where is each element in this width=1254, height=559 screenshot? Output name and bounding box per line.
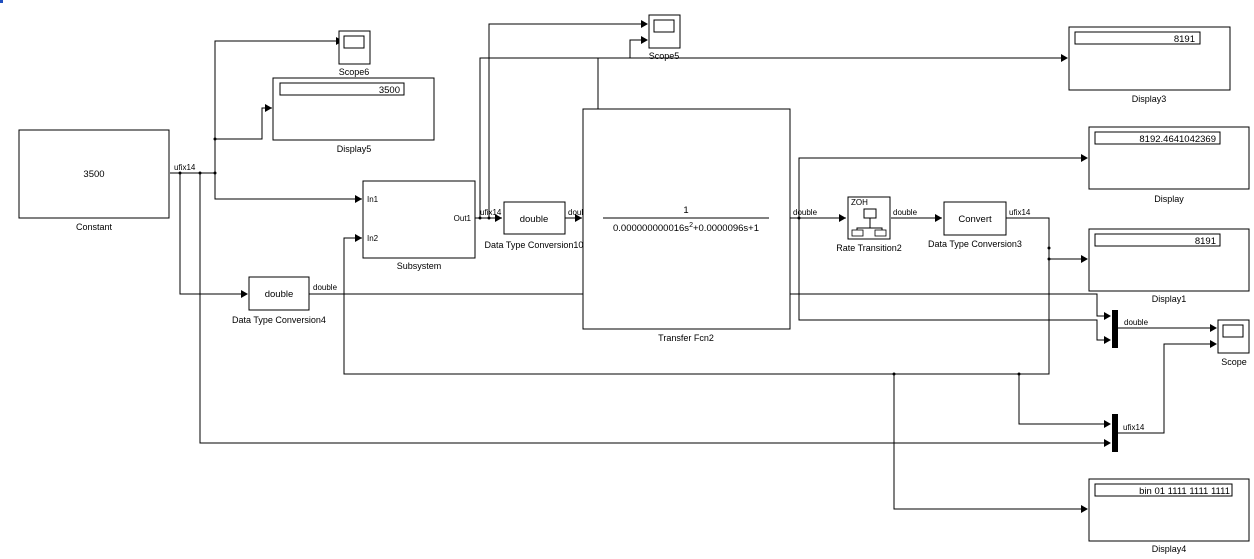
tf-denominator: 0.000000000016s2+0.0000096s+1 [613, 222, 759, 234]
signal-label: double [793, 208, 818, 217]
display5-block[interactable]: 3500 Display5 [272, 77, 435, 154]
wire-to-dtc4 [179, 173, 246, 295]
rate-transition2-block[interactable]: ZOH Rate Transition2 [836, 196, 902, 253]
dtc10-label: double [520, 214, 549, 225]
subsystem-block[interactable]: In1 In2 Out1 Subsystem [362, 180, 476, 271]
display1-block[interactable]: 8191 Display1 [1088, 228, 1250, 304]
wire-to-scope5-lower [629, 39, 646, 58]
scope-screen-icon [1222, 324, 1244, 338]
dtc3-block[interactable]: Convert Data Type Conversion3 [928, 201, 1022, 249]
subsystem-in2-port: In2 [367, 234, 379, 243]
wire-to-display4 [893, 374, 1086, 510]
signal-label: double [893, 208, 918, 217]
wire-to-scope6 [214, 40, 336, 173]
wire-feedback-to-in2 [343, 217, 1050, 375]
rt-clock-icon [851, 229, 864, 237]
wire-to-display3 [479, 57, 1066, 218]
display4-value: bin 01 1111 1111 1111 [1139, 486, 1230, 497]
wire-to-subsystem-in1 [214, 173, 362, 200]
scope5-block[interactable]: Scope5 [648, 14, 681, 61]
dtc3-label: Convert [958, 214, 992, 225]
signal-label: ufix14 [1009, 208, 1031, 217]
signal-label: double [568, 208, 593, 217]
rt-clock-icon [874, 229, 887, 237]
wire-tf-to-mux1 [798, 218, 1110, 341]
scope6-block[interactable]: Scope6 [338, 30, 371, 77]
wire-to-mux2-lower [199, 173, 1110, 444]
display4-block[interactable]: bin 01 1111 1111 1111 Display4 [1088, 478, 1250, 554]
wire-to-scope5-upper [488, 23, 646, 218]
wire-to-mux2-upper [1018, 374, 1110, 425]
dtc10-name: Data Type Conversion10 [485, 240, 584, 250]
subsystem-name: Subsystem [397, 261, 442, 271]
transfer-fcn2-name: Transfer Fcn2 [658, 333, 714, 343]
rate-transition2-name: Rate Transition2 [836, 243, 902, 253]
constant-block[interactable]: 3500 Constant [18, 129, 170, 232]
dtc10-block[interactable]: double Data Type Conversion10 [485, 201, 584, 250]
display3-name: Display3 [1132, 94, 1167, 104]
constant-name: Constant [76, 222, 113, 232]
rt-hold-icon [863, 208, 877, 219]
constant-value: 3500 [83, 169, 104, 180]
transfer-fcn2-block[interactable]: 1 0.000000000016s2+0.0000096s+1 Transfer… [582, 108, 791, 343]
signal-label: double [1124, 318, 1149, 327]
display-value: 8192.4641042369 [1139, 134, 1216, 145]
signal-labels: ufix14 ufix14 double double double ufix1… [174, 163, 1149, 432]
signal-label: double [313, 283, 338, 292]
wire-mux2-to-scope [1118, 343, 1216, 434]
display5-value: 3500 [379, 85, 400, 96]
wire-to-display [798, 157, 1086, 218]
mux2-block[interactable] [1112, 414, 1118, 452]
subsystem-out1-port: Out1 [454, 214, 472, 223]
display1-value: 8191 [1195, 236, 1216, 247]
signal-label: ufix14 [174, 163, 196, 172]
scope-name: Scope [1221, 357, 1247, 367]
rt-label: ZOH [851, 198, 868, 207]
scope-screen-icon [343, 35, 365, 49]
arrowheads [241, 20, 1217, 513]
display3-block[interactable]: 8191 Display3 [1068, 26, 1231, 104]
wire-to-display5 [215, 107, 272, 140]
dtc4-label: double [265, 289, 294, 300]
display3-value: 8191 [1174, 34, 1195, 45]
subsystem-in1-port: In1 [367, 195, 379, 204]
display1-name: Display1 [1152, 294, 1187, 304]
scope-block[interactable]: Scope [1217, 319, 1250, 367]
scope5-name: Scope5 [649, 51, 680, 61]
corner-marker [0, 0, 3, 3]
display4-name: Display4 [1152, 544, 1187, 554]
scope6-name: Scope6 [339, 67, 370, 77]
display5-name: Display5 [337, 144, 372, 154]
display-block[interactable]: 8192.4641042369 Display [1088, 126, 1250, 204]
signal-label: ufix14 [1123, 423, 1145, 432]
scope-screen-icon [653, 19, 675, 33]
dtc3-name: Data Type Conversion3 [928, 239, 1022, 249]
mux1-block[interactable] [1112, 310, 1118, 348]
signal-label: ufix14 [480, 208, 502, 217]
display-name: Display [1154, 194, 1184, 204]
dtc4-block[interactable]: double Data Type Conversion4 [232, 276, 326, 325]
tf-numerator: 1 [683, 205, 688, 216]
dtc4-name: Data Type Conversion4 [232, 315, 326, 325]
